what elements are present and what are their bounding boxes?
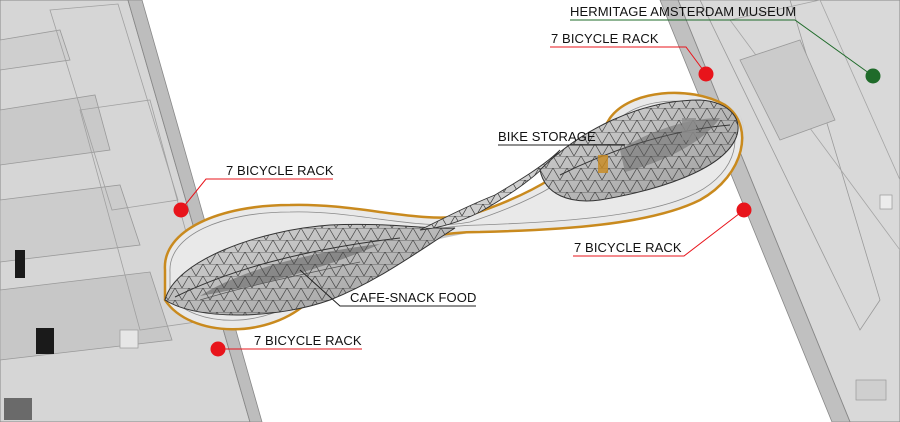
bridge-twist <box>419 149 561 231</box>
bike-storage-label: BIKE STORAGE <box>498 129 596 144</box>
rack-right-lower-label: 7 BICYCLE RACK <box>574 240 682 255</box>
rack-top-right-leader <box>550 46 707 75</box>
rack-left-lower-marker[interactable] <box>210 341 226 357</box>
rack-top-right-label: 7 BICYCLE RACK <box>551 31 659 46</box>
leader-lines <box>180 19 874 350</box>
rack-left-upper-label: 7 BICYCLE RACK <box>226 163 334 178</box>
rack-left-lower-label: 7 BICYCLE RACK <box>254 333 362 348</box>
cafe-glass-canopy <box>164 223 456 316</box>
right-building-block <box>659 0 900 422</box>
museum-marker[interactable] <box>865 68 881 84</box>
left-building-block <box>0 0 263 422</box>
museum-leader <box>570 19 874 77</box>
cafe-leader <box>299 269 476 307</box>
rack-right-lower-marker[interactable] <box>736 202 752 218</box>
rack-right-lower-leader <box>573 209 745 257</box>
cafe-label: CAFE-SNACK FOOD <box>350 290 477 305</box>
rack-left-upper-leader <box>180 178 333 211</box>
museum-label: HERMITAGE AMSTERDAM MUSEUM <box>570 4 797 19</box>
rack-top-right-marker[interactable] <box>698 66 714 82</box>
rack-left-upper-marker[interactable] <box>173 202 189 218</box>
bike-storage-glass-canopy <box>539 99 739 202</box>
